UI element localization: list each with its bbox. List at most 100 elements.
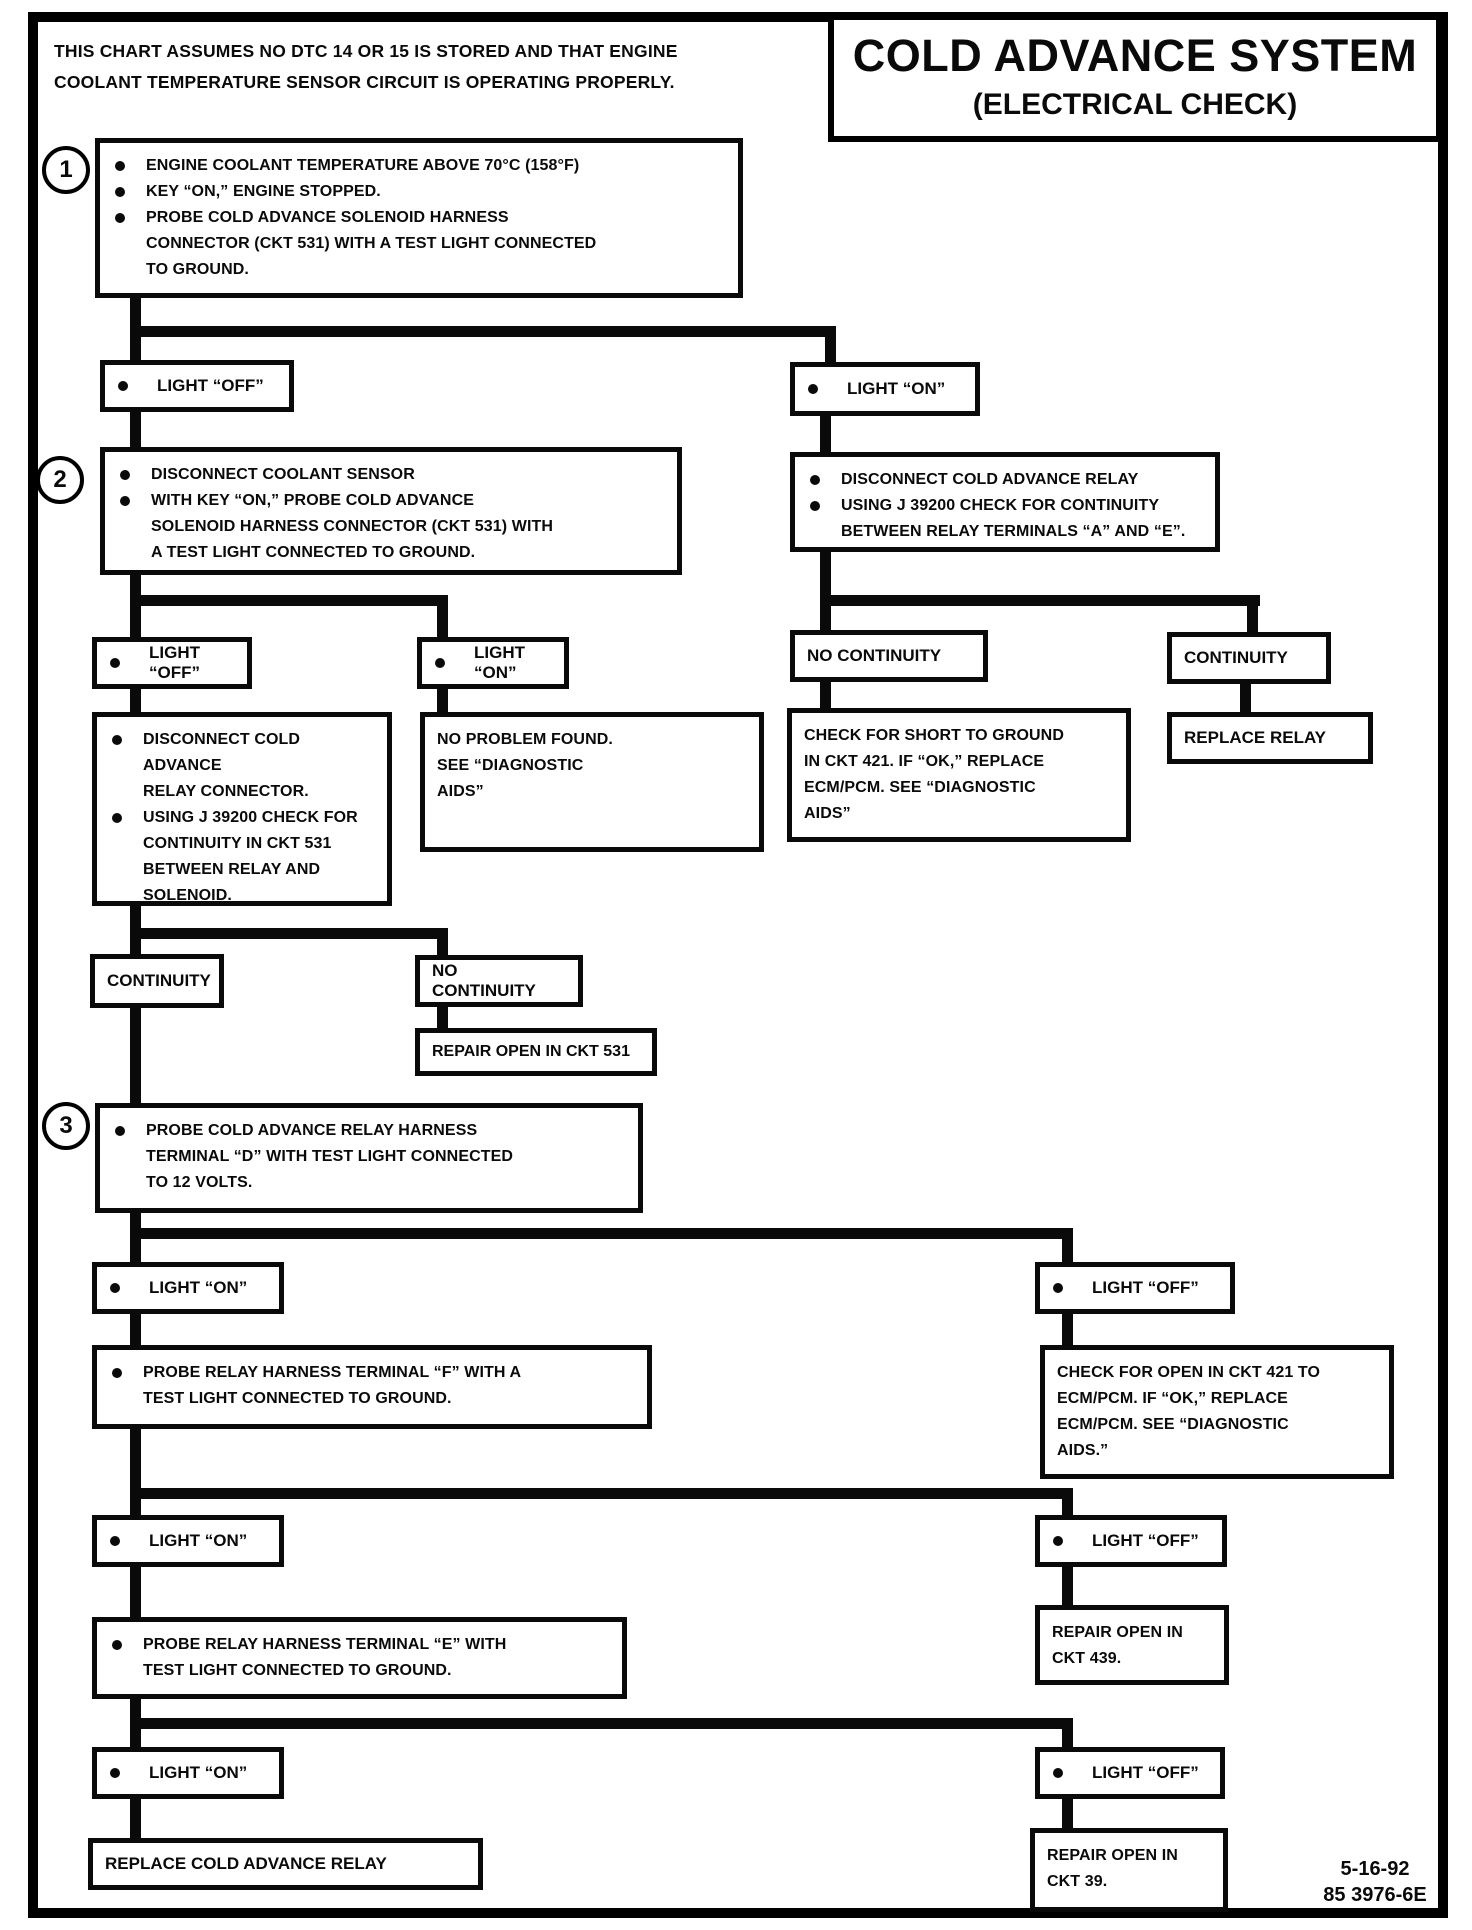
connector-line	[130, 1729, 141, 1749]
text-line: DISCONNECT COOLANT SENSOR	[117, 462, 665, 488]
connector-line	[130, 575, 141, 600]
bullet-icon	[115, 381, 157, 391]
connector-line	[437, 606, 448, 639]
connector-line	[437, 1007, 448, 1030]
text-line: AIDS.”	[1057, 1442, 1109, 1459]
node-probe-relay-terminal-f: PROBE RELAY HARNESS TERMINAL “F” WITH A …	[92, 1345, 652, 1429]
note-line: COOLANT TEMPERATURE SENSOR CIRCUIT IS OP…	[54, 72, 675, 92]
connector-line	[1062, 1567, 1073, 1607]
node-light-off-2: LIGHT “OFF”	[92, 637, 252, 689]
node-disconnect-relay-check: DISCONNECT COLD ADVANCE RELAY USING J 39…	[790, 452, 1220, 552]
connector-line	[130, 939, 141, 956]
connector-line	[1240, 684, 1251, 714]
text-line: KEY “ON,” ENGINE STOPPED.	[112, 179, 726, 205]
connector-line	[820, 552, 831, 602]
text-line: IN CKT 421. IF “OK,” REPLACE	[804, 753, 1045, 770]
document-id-block: 5-16-92 85 3976-6E	[1300, 1856, 1450, 1908]
connector-line	[130, 1799, 141, 1840]
text-line: CKT 439.	[1052, 1650, 1122, 1667]
node-repair-open-ckt39: REPAIR OPEN IN CKT 39.	[1030, 1828, 1228, 1912]
text-line: TO 12 VOLTS.	[146, 1174, 253, 1191]
node-no-problem-found: NO PROBLEM FOUND. SEE “DIAGNOSTIC AIDS”	[420, 712, 764, 852]
text-line: REPAIR OPEN IN	[1052, 1624, 1183, 1641]
connector-line	[130, 1567, 141, 1619]
node-light-on-4: LIGHT “ON”	[92, 1515, 284, 1567]
node-probe-relay-terminal-d: PROBE COLD ADVANCE RELAY HARNESS TERMINA…	[95, 1103, 643, 1213]
connector-line	[437, 689, 448, 714]
text-line: ECM/PCM. IF “OK,” REPLACE	[1057, 1390, 1288, 1407]
node-light-on-5: LIGHT “ON”	[92, 1747, 284, 1799]
node-light-off-4: LIGHT “OFF”	[1035, 1515, 1227, 1567]
bullet-icon	[807, 493, 841, 519]
bullet-icon	[805, 384, 847, 394]
node-light-off-1: LIGHT “OFF”	[100, 360, 294, 412]
connector-line	[130, 595, 448, 606]
connector-line	[820, 416, 831, 454]
node-light-on-3: LIGHT “ON”	[92, 1262, 284, 1314]
text-line: AIDS”	[804, 805, 851, 822]
node-no-continuity-right: NO CONTINUITY	[790, 630, 988, 682]
bullet-icon	[107, 1768, 149, 1778]
bullet-icon	[109, 805, 143, 831]
node-start-conditions: ENGINE COOLANT TEMPERATURE ABOVE 70°C (1…	[95, 138, 743, 298]
bullet-icon	[117, 488, 151, 514]
node-continuity-right: CONTINUITY	[1167, 632, 1331, 684]
connector-line	[130, 1427, 141, 1490]
text-line: ENGINE COOLANT TEMPERATURE ABOVE 70°C (1…	[112, 153, 726, 179]
bullet-icon	[112, 179, 146, 205]
node-disconnect-coolant-sensor: DISCONNECT COOLANT SENSOR WITH KEY “ON,”…	[100, 447, 682, 575]
connector-line	[130, 1499, 141, 1517]
connector-line	[130, 606, 141, 639]
connector-line	[130, 1228, 1073, 1239]
text-line: REPAIR OPEN IN	[1047, 1847, 1178, 1864]
connector-line	[1062, 1729, 1073, 1749]
node-no-continuity-left: NO CONTINUITY	[415, 955, 583, 1007]
footer-date: 5-16-92	[1340, 1858, 1410, 1880]
text-line: CONTINUITY IN CKT 531	[143, 835, 332, 852]
text-line: ECM/PCM. SEE “DIAGNOSTIC	[804, 779, 1036, 796]
text-line: DISCONNECT COLD ADVANCE	[109, 727, 375, 779]
text-line: NO PROBLEM FOUND.	[437, 731, 613, 748]
node-replace-cold-advance-relay: REPLACE COLD ADVANCE RELAY	[88, 1838, 483, 1890]
text-line: CONNECTOR (CKT 531) WITH A TEST LIGHT CO…	[146, 235, 597, 252]
text-line: PROBE RELAY HARNESS TERMINAL “F” WITH A	[109, 1360, 635, 1386]
note-line: THIS CHART ASSUMES NO DTC 14 OR 15 IS ST…	[54, 41, 678, 61]
node-disconnect-relay-connector: DISCONNECT COLD ADVANCE RELAY CONNECTOR.…	[92, 712, 392, 906]
text-line: SEE “DIAGNOSTIC	[437, 757, 584, 774]
bullet-icon	[109, 727, 143, 753]
bullet-icon	[112, 1118, 146, 1144]
node-light-off-3: LIGHT “OFF”	[1035, 1262, 1235, 1314]
text-line: PROBE RELAY HARNESS TERMINAL “E” WITH	[109, 1632, 610, 1658]
bullet-icon	[112, 153, 146, 179]
connector-line	[130, 1488, 1073, 1499]
footer-code: 85 3976-6E	[1323, 1884, 1427, 1906]
page-border	[28, 12, 1448, 1918]
bullet-icon	[112, 205, 146, 231]
bullet-icon	[807, 467, 841, 493]
step-circle-2: 2	[36, 456, 84, 504]
text-line: WITH KEY “ON,” PROBE COLD ADVANCE	[117, 488, 665, 514]
connector-line	[130, 689, 141, 714]
bullet-icon	[107, 1536, 149, 1546]
text-line: PROBE COLD ADVANCE RELAY HARNESS	[112, 1118, 626, 1144]
node-probe-relay-terminal-e: PROBE RELAY HARNESS TERMINAL “E” WITH TE…	[92, 1617, 627, 1699]
connector-line	[820, 682, 831, 710]
node-replace-relay: REPLACE RELAY	[1167, 712, 1373, 764]
bullet-icon	[117, 462, 151, 488]
text-line: TERMINAL “D” WITH TEST LIGHT CONNECTED	[146, 1148, 514, 1165]
text-line: PROBE COLD ADVANCE SOLENOID HARNESS	[112, 205, 726, 231]
text-line: CHECK FOR SHORT TO GROUND	[804, 727, 1064, 744]
connector-line	[130, 928, 448, 939]
text-line: USING J 39200 CHECK FOR CONTINUITY	[807, 493, 1203, 519]
text-line: BETWEEN RELAY AND	[143, 861, 321, 878]
connector-line	[820, 606, 831, 632]
bullet-icon	[432, 658, 474, 668]
text-line: TEST LIGHT CONNECTED TO GROUND.	[143, 1390, 452, 1407]
text-line: CKT 39.	[1047, 1873, 1108, 1890]
text-line: SOLENOID.	[143, 887, 232, 904]
connector-line	[130, 904, 141, 932]
page-subtitle: (ELECTRICAL CHECK)	[972, 88, 1298, 121]
bullet-icon	[1050, 1536, 1092, 1546]
text-line: TEST LIGHT CONNECTED TO GROUND.	[143, 1662, 452, 1679]
connector-line	[130, 326, 836, 337]
